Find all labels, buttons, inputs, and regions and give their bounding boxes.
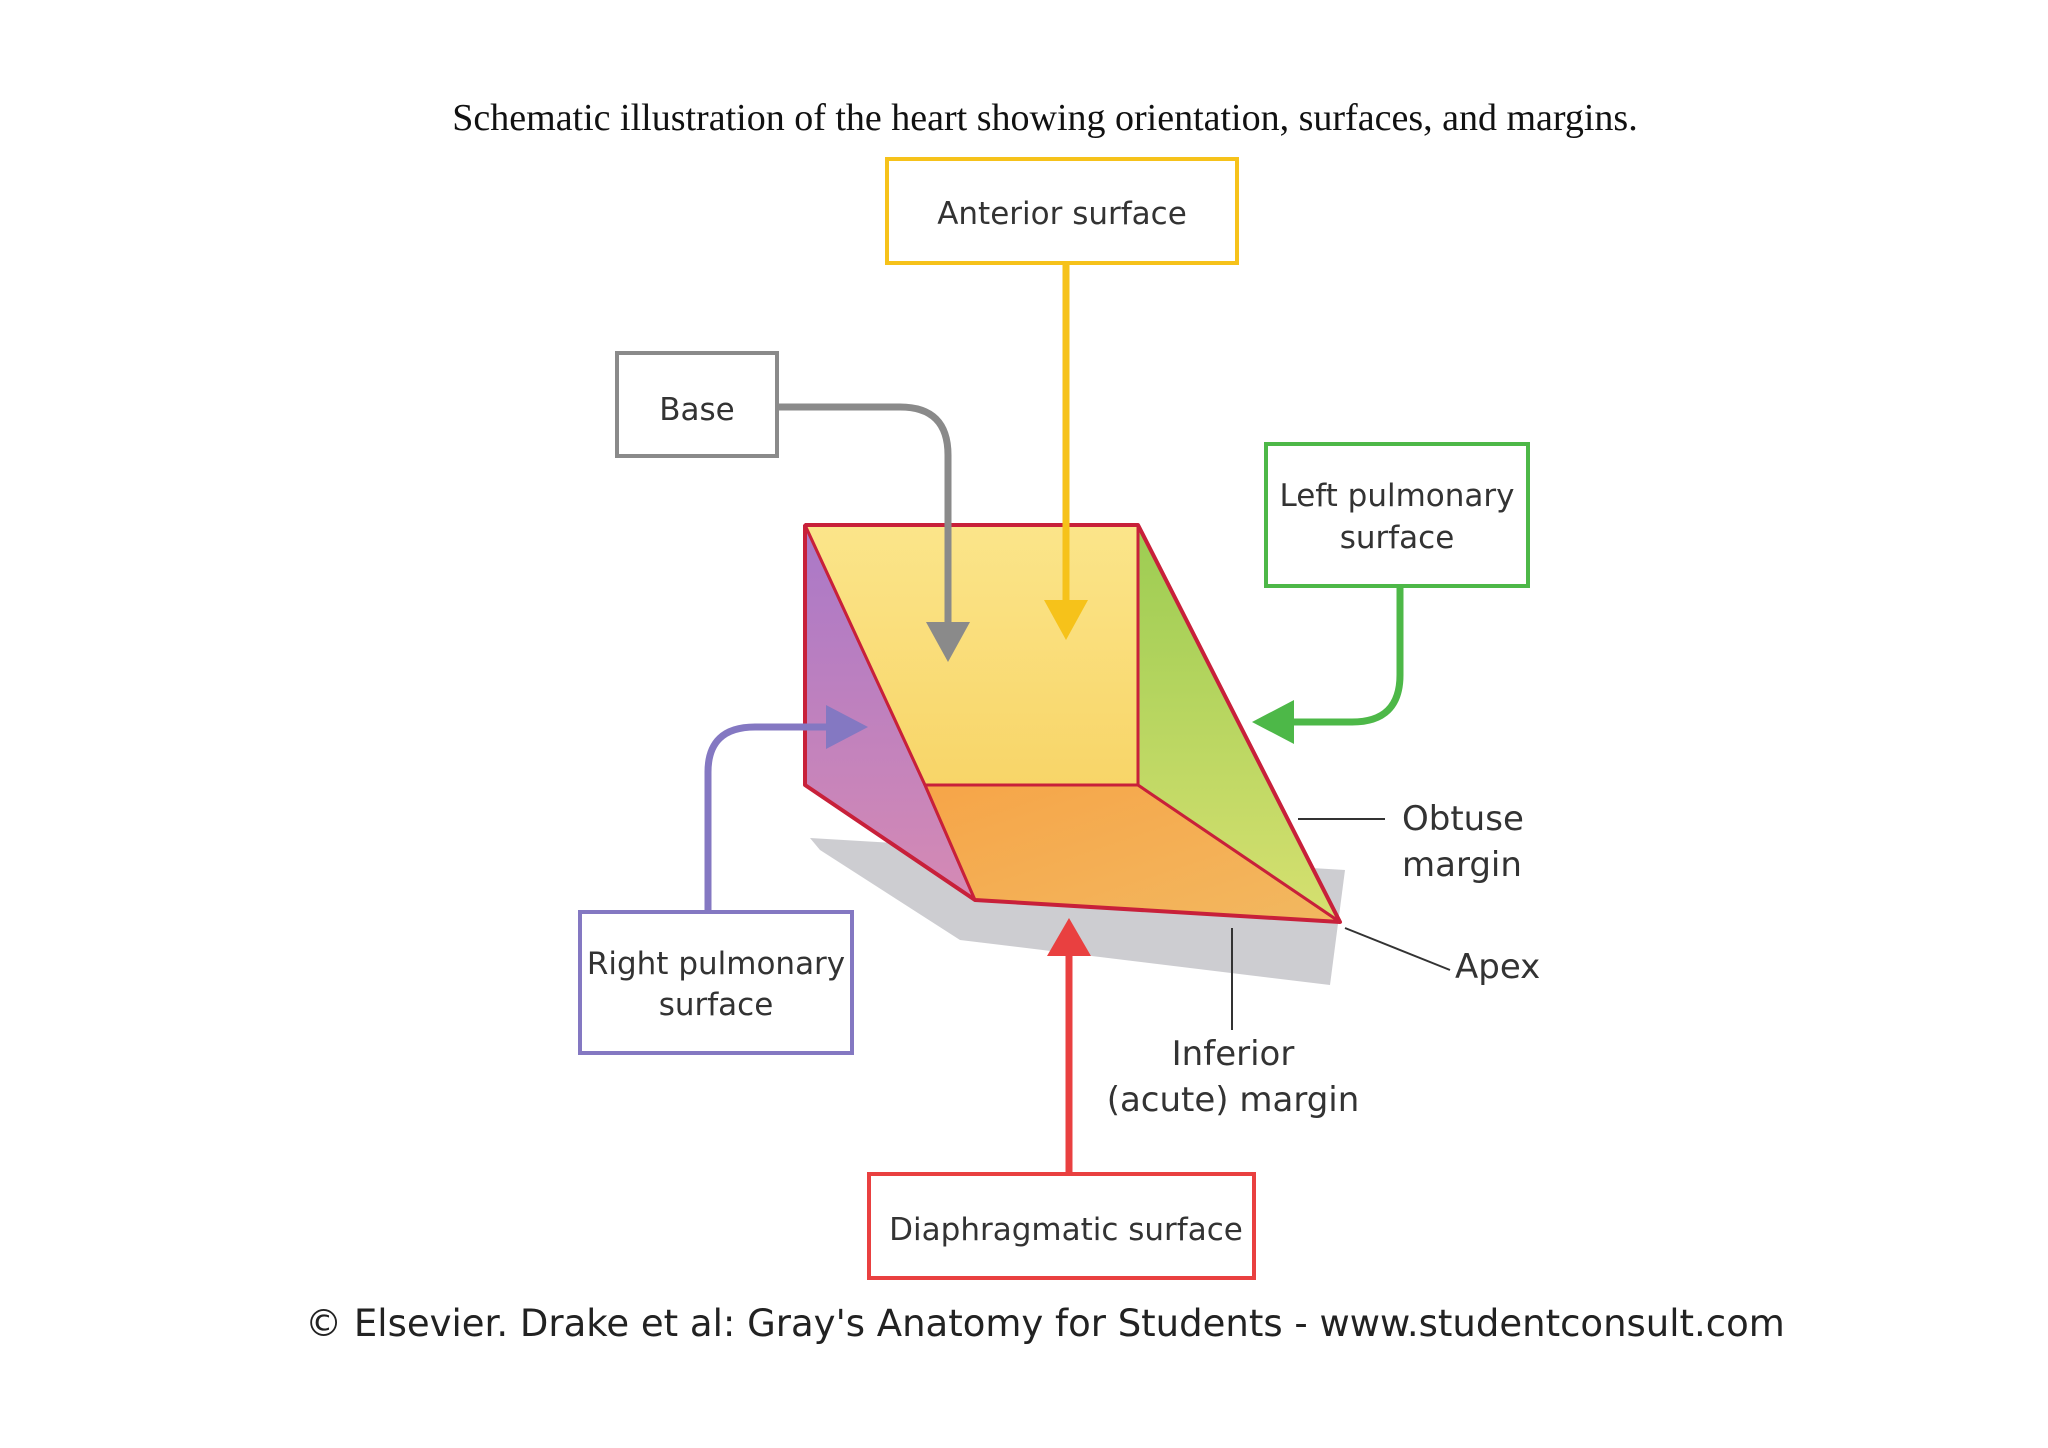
- anterior-surface-box: [885, 157, 1239, 265]
- obtuse-margin-label-line1: Obtuse: [1402, 799, 1524, 839]
- anterior-arrow-head: [1044, 600, 1088, 640]
- base-box: [615, 351, 779, 458]
- anterior-surface-label: Anterior surface: [937, 196, 1187, 232]
- right-pulmonary-box: [578, 910, 854, 1055]
- inferior-margin-label-line1: Inferior: [1172, 1034, 1295, 1074]
- left-pulmonary-arrow-line: [1290, 586, 1404, 726]
- base-arrow-line: [777, 403, 952, 625]
- figure-title: Schematic illustration of the heart show…: [452, 97, 1638, 139]
- left-pulmonary-label-line1: Left pulmonary: [1279, 478, 1514, 514]
- diaphragmatic-arrow-head: [1047, 918, 1091, 956]
- left-pulmonary-box: [1264, 442, 1530, 588]
- copyright-credit: © Elsevier. Drake et al: Gray's Anatomy …: [305, 1302, 1785, 1345]
- left-pulmonary-label-line2: surface: [1340, 520, 1455, 556]
- base-label: Base: [659, 392, 735, 428]
- inferior-margin-label-line2: (acute) margin: [1107, 1080, 1360, 1120]
- base-arrow-head: [926, 622, 970, 662]
- apex-label: Apex: [1455, 947, 1540, 987]
- right-pulmonary-label-line1: Right pulmonary: [587, 946, 845, 982]
- right-pulmonary-arrow-line: [704, 723, 830, 912]
- right-pulmonary-arrow-head: [826, 705, 868, 749]
- prism-outline: [803, 523, 1342, 924]
- left-pulmonary-arrow-head: [1252, 700, 1294, 744]
- obtuse-margin-label-line2: margin: [1402, 845, 1522, 885]
- diaphragmatic-surface-box: [867, 1172, 1256, 1280]
- apex-leader: [1344, 927, 1451, 971]
- diaphragmatic-surface-label: Diaphragmatic surface: [889, 1212, 1243, 1248]
- right-pulmonary-label-line2: surface: [659, 987, 774, 1023]
